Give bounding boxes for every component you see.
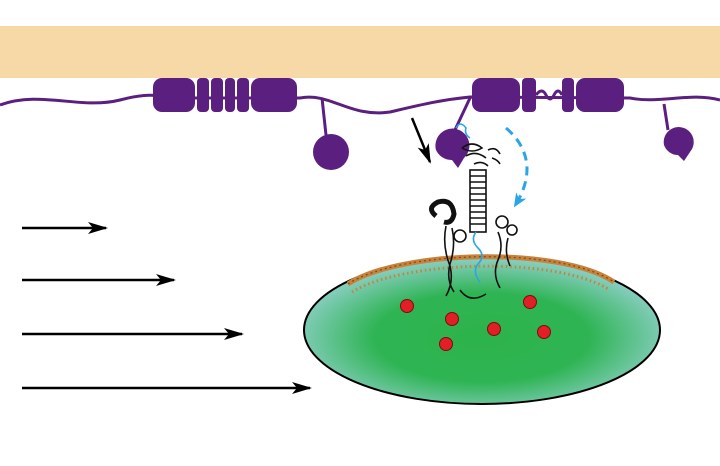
cell: [303, 254, 661, 405]
globular-domains: [313, 97, 694, 170]
globular-domain-icon: [435, 128, 470, 168]
protein-domain-cluster-right: [472, 78, 624, 112]
tether-strand: [0, 93, 720, 115]
receptor-stalk: [469, 169, 487, 233]
receptor-head: [461, 143, 501, 167]
protein-domain-block: [197, 78, 209, 112]
protein-domain-block: [225, 78, 235, 112]
globular-domain-icon: [663, 127, 694, 161]
signal-arrow-icon: [505, 126, 529, 208]
receptor-complex-icon: [429, 123, 518, 299]
receptor-subunit: [429, 198, 457, 225]
protein-domain-block: [237, 78, 249, 112]
protein-domain-block: [211, 78, 223, 112]
unfolded-linker: [534, 89, 564, 101]
protein-domain-block: [562, 78, 574, 112]
receptor-tether: [455, 123, 471, 139]
protein-domain-block: [522, 78, 536, 112]
receptor-tether: [472, 231, 483, 283]
granule-group: [400, 295, 551, 351]
granule-icon: [445, 312, 459, 326]
granule-icon: [487, 322, 501, 336]
receptor-subunit: [453, 229, 467, 243]
protein-domain-block: [576, 78, 624, 112]
surface-band: [0, 26, 720, 78]
granule-icon: [523, 295, 537, 309]
granule-icon: [537, 325, 551, 339]
protein-domain-block: [153, 78, 195, 112]
granule-icon: [400, 299, 414, 313]
globular-domain-icon: [313, 134, 349, 170]
granule-icon: [439, 337, 453, 351]
cell-membrane-lipid-layer: [347, 256, 615, 285]
protein-domain-block: [251, 78, 297, 112]
protein-domain-block: [472, 78, 520, 112]
force-arrow-icon: [410, 117, 432, 164]
protein-domain-cluster-left: [153, 78, 297, 112]
shear-flow-arrows: [22, 222, 312, 394]
